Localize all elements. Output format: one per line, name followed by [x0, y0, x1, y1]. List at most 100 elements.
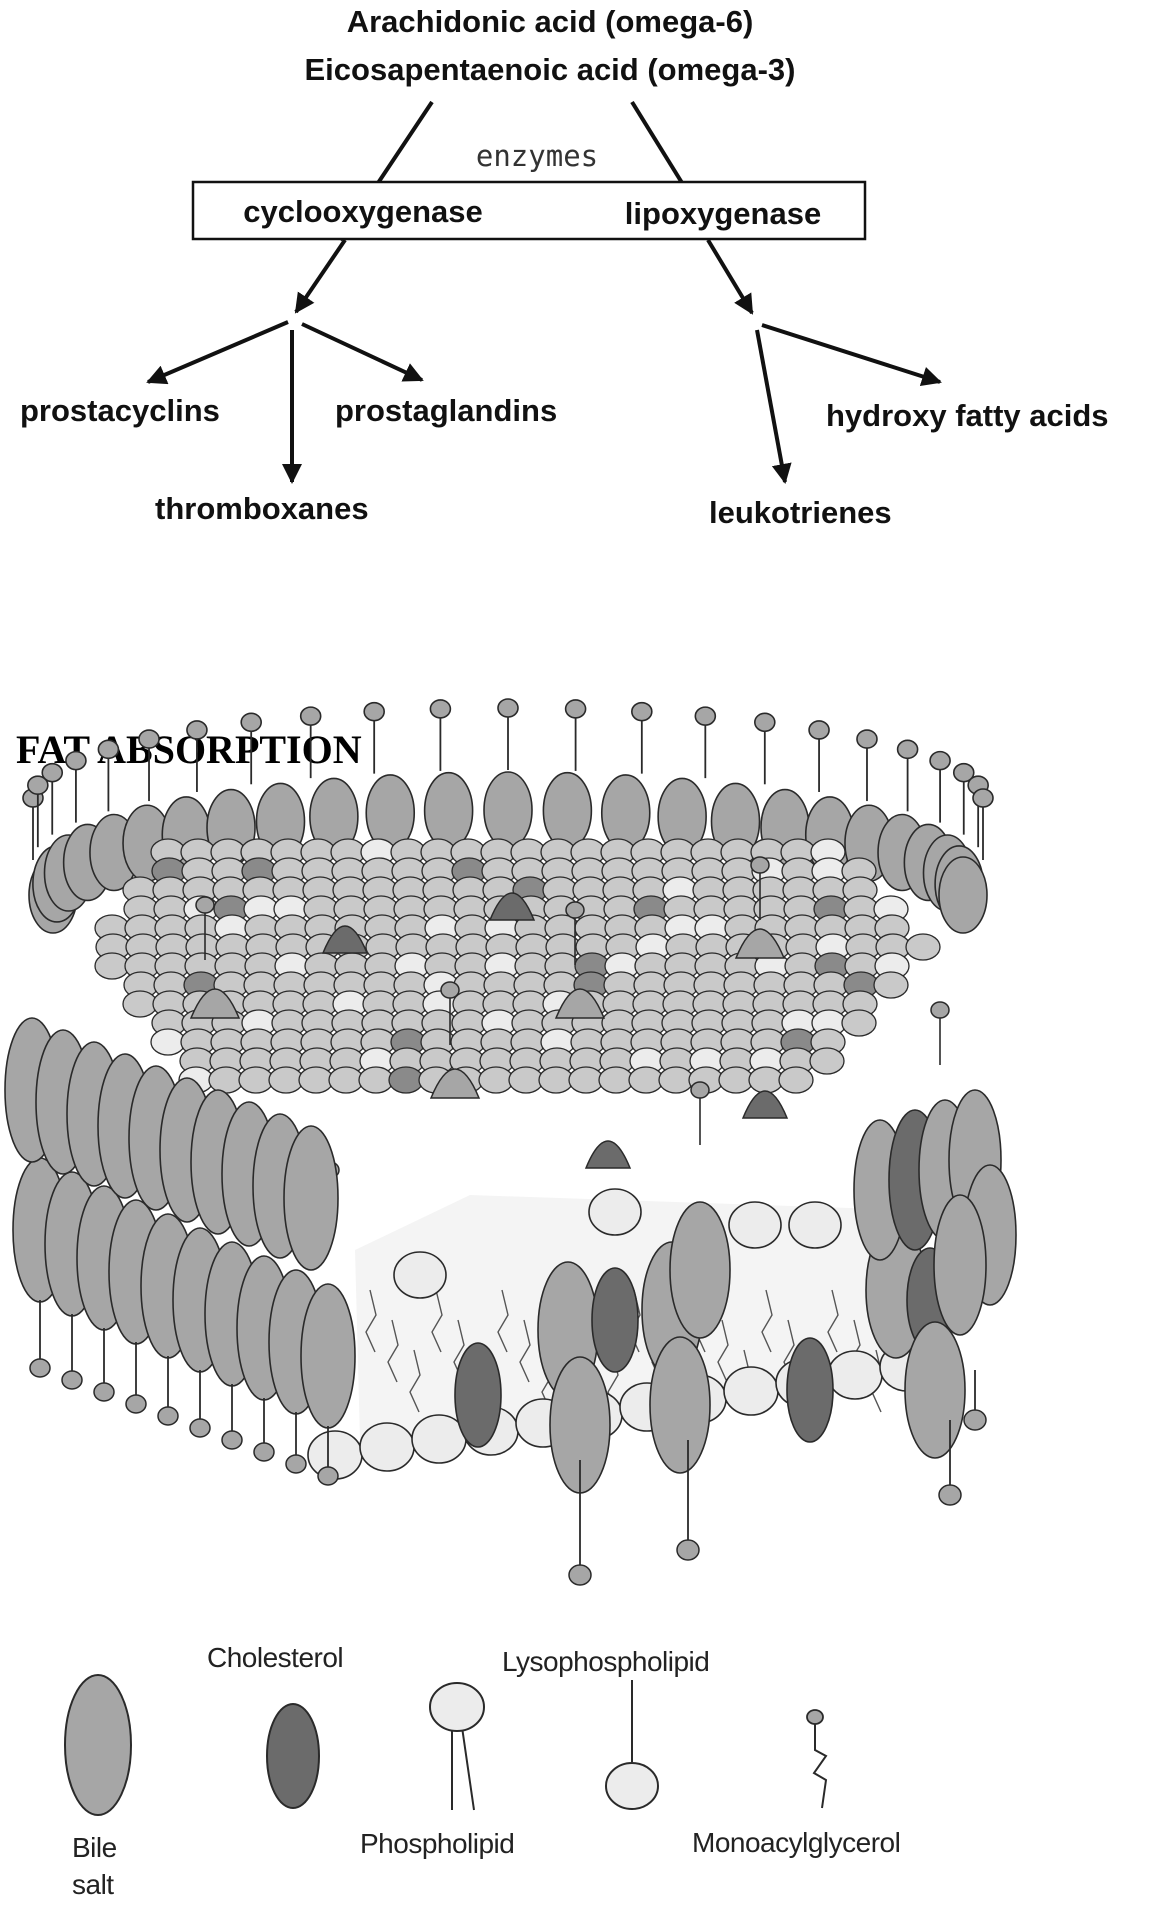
lysophospholipid-head [676, 1539, 700, 1561]
phospholipid-head [896, 739, 919, 760]
bile-salt-symbol [64, 1674, 132, 1816]
surface-head [358, 1066, 394, 1094]
monoacylglycerol-head-symbol [806, 1709, 824, 1725]
micelle-top-surface [94, 838, 950, 1230]
phospholipid-head [952, 762, 975, 783]
legend-bile-salt: Bile salt [64, 1674, 132, 1900]
bile-salt-front-upper [283, 1125, 339, 1271]
phospholipid-head [856, 729, 878, 749]
monoacylglycerol-head [750, 856, 770, 874]
acyl-chain [431, 1289, 443, 1353]
phospholipid-head-front [93, 1382, 115, 1402]
lysophospholipid-head [963, 1409, 987, 1431]
cholesterol-label: Cholesterol [207, 1642, 343, 1673]
phospholipid-head-front [253, 1442, 275, 1462]
surface-head [122, 990, 158, 1018]
phospholipid-head [631, 701, 653, 722]
phospholipid-head-inner [788, 1201, 842, 1249]
phospholipid-label: Phospholipid [360, 1828, 514, 1859]
bile-salt [423, 771, 474, 850]
phospholipid-head [97, 739, 120, 760]
phospholipid-head-front [285, 1454, 307, 1474]
lysophospholipid-head-symbol [605, 1762, 659, 1810]
legend-phospholipid: Phospholipid [360, 1682, 515, 1859]
phospholipid-head-front [29, 1358, 51, 1378]
bile-salt [483, 771, 533, 849]
acyl-chain [409, 1349, 421, 1413]
phospholipid-head-symbol [429, 1682, 485, 1732]
monoacylglycerol-head [565, 901, 585, 919]
bile-salt-cut [649, 1336, 711, 1474]
source-fatty-acid-omega3: Eicosapentaenoic acid (omega-3) [305, 52, 796, 87]
surface-head [628, 1066, 664, 1094]
bile-salt-tip [734, 928, 786, 959]
arrow-hub-to-prostaglandins [301, 322, 424, 382]
lysophospholipid-head [938, 1484, 962, 1506]
micelle-legend: Bile salt Cholesterol Phospholipid Lysop… [64, 1642, 901, 1900]
surface-head [809, 1047, 845, 1075]
surface-head [388, 1066, 424, 1094]
phospholipid-head-front [221, 1430, 243, 1450]
surface-head [718, 1066, 754, 1094]
phospholipid-head [240, 712, 262, 733]
phospholipid-head [754, 712, 776, 733]
surface-head [150, 1028, 186, 1056]
bile-salt-cut [904, 1321, 966, 1459]
surface-head [298, 1066, 334, 1094]
surface-head [658, 1066, 694, 1094]
phospholipid-head [929, 750, 951, 771]
phospholipid-head-front [125, 1394, 147, 1414]
monoacylglycerol-head [690, 1081, 710, 1099]
phospholipid-head-inner [723, 1366, 779, 1416]
monoacylglycerol-head [440, 981, 460, 999]
product-leukotrienes: leukotrienes [709, 495, 892, 530]
cholesterol-cut [454, 1342, 502, 1448]
phospholipid-head-inner [393, 1251, 447, 1299]
monoacylglycerol-head [930, 1001, 950, 1019]
cholesterol-tip [321, 925, 369, 954]
phospholipid-head [65, 750, 87, 771]
surface-head [94, 952, 130, 980]
phospholipid-head [694, 706, 717, 726]
acyl-chain [519, 1319, 531, 1383]
enzyme-lipoxygenase: lipoxygenase [625, 196, 821, 231]
phospholipid-head-inner [359, 1422, 415, 1472]
source-fatty-acid-omega6: Arachidonic acid (omega-6) [347, 4, 754, 39]
micelle-back-wall [22, 698, 994, 934]
enzymes-heading: enzymes [476, 139, 598, 173]
phospholipid-head [41, 762, 64, 783]
cholesterol-cut [786, 1337, 834, 1443]
phospholipid-head [497, 698, 519, 718]
arrow-cox-to-hub [294, 238, 347, 314]
phospholipid-head [27, 775, 49, 795]
surface-head [873, 971, 909, 999]
product-prostaglandins: prostaglandins [335, 393, 557, 428]
lysophospholipid-head [568, 1564, 592, 1586]
acyl-chain [761, 1289, 773, 1353]
surface-head [238, 1066, 274, 1094]
legend-lysophospholipid: Lysophospholipid [502, 1646, 710, 1810]
surface-head [538, 1066, 574, 1094]
bile-salt [938, 856, 988, 934]
surface-head [568, 1066, 604, 1094]
phospholipid-head-front [317, 1466, 339, 1486]
bile-salt-front-lower [300, 1283, 356, 1429]
acyl-chain [387, 1319, 399, 1383]
phospholipid-head [808, 720, 830, 740]
surface-head [478, 1066, 514, 1094]
arrow-hub-to-hydroxy-fatty-acids [761, 323, 942, 387]
surface-head [905, 933, 941, 961]
cholesterol-symbol [266, 1703, 320, 1809]
bile-salt [542, 771, 593, 850]
phospholipid-head-inner [588, 1188, 642, 1236]
phospholipid-head [186, 720, 208, 740]
bile-salt-cut [669, 1201, 731, 1339]
surface-head [508, 1066, 544, 1094]
eicosanoid-pathway: Arachidonic acid (omega-6) Eicosapentaen… [20, 4, 1109, 530]
bile-salt-right-wall [933, 1194, 987, 1336]
phospholipid-head-inner [827, 1350, 883, 1400]
phospholipid-head [972, 788, 994, 808]
phospholipid-head [429, 699, 452, 719]
cholesterol-tip [584, 1140, 632, 1169]
legend-monoacylglycerol: Monoacylglycerol [692, 1709, 901, 1858]
